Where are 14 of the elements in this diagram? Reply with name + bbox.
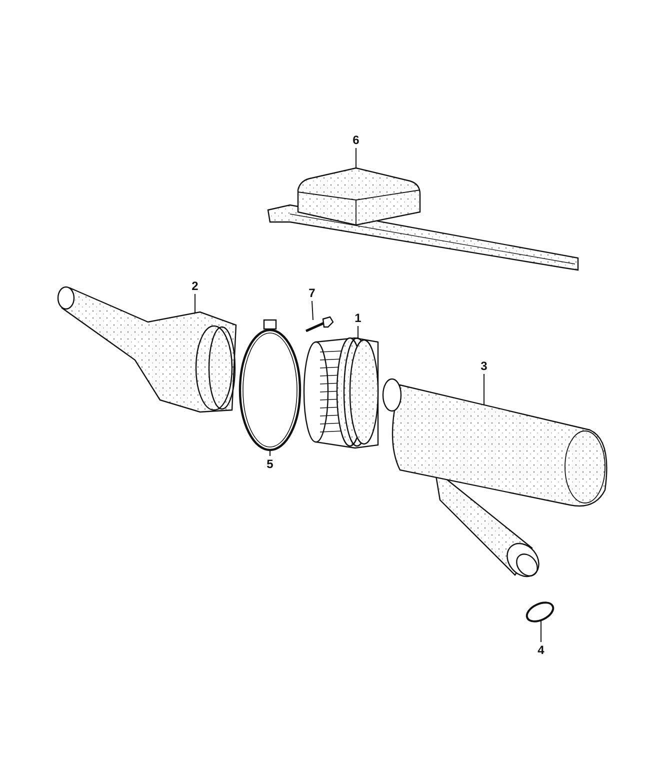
callout-number: 1 — [351, 310, 365, 326]
callout-number: 4 — [534, 642, 548, 658]
bolt-drawing — [304, 315, 334, 334]
o-ring-drawing — [524, 601, 557, 623]
callout-number: 3 — [477, 358, 491, 374]
callout-number: 2 — [188, 278, 202, 294]
leader-line — [194, 294, 196, 314]
hose-clamp-drawing — [238, 318, 302, 454]
leader-line — [540, 620, 542, 642]
air-filter-element-drawing — [303, 336, 380, 450]
leader-line — [312, 300, 314, 320]
callout-number: 6 — [349, 132, 363, 148]
callout-number: 5 — [263, 456, 277, 472]
callout-number: 7 — [305, 285, 319, 301]
